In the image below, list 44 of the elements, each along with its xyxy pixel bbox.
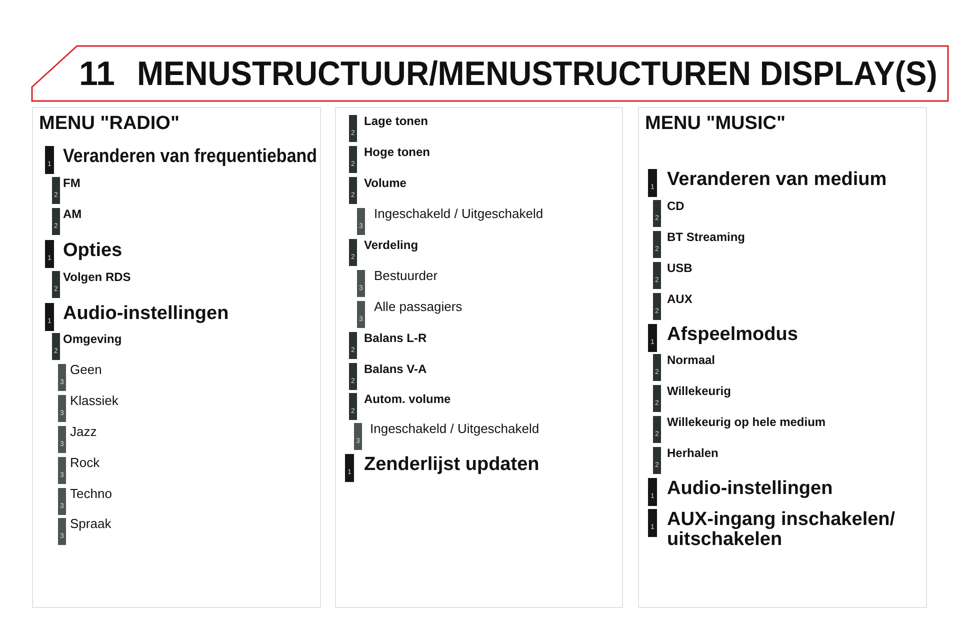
menu-panel <box>638 107 927 608</box>
option-item-label: Rock <box>70 456 100 469</box>
menu-item-label: AUX-ingang inschakelen/ uitschakelen <box>667 510 896 550</box>
submenu-item-label: Herhalen <box>667 447 718 459</box>
option-item-label: Bestuurder <box>374 269 438 282</box>
option-item-label: Jazz <box>70 425 97 438</box>
option-item-label: Klassiek <box>70 394 118 407</box>
panel-heading: MENU "RADIO" <box>39 114 180 133</box>
menu-item-label: Opties <box>63 241 122 260</box>
menu-item-label: Afspeelmodus <box>667 325 798 344</box>
submenu-item-label: Lage tonen <box>364 115 428 127</box>
option-item-label: Ingeschakeld / Uitgeschakeld <box>370 422 540 435</box>
menu-item-label: Veranderen van frequentieband <box>63 147 318 166</box>
submenu-item-label: Willekeurig op hele medium <box>667 416 826 428</box>
submenu-item-label: Balans L-R <box>364 332 427 344</box>
menu-item-label: Veranderen van medium <box>667 170 887 189</box>
option-item-label: Geen <box>70 363 102 376</box>
chapter-number: 11 <box>79 57 115 91</box>
submenu-item-label: AUX <box>667 293 692 305</box>
menu-item-label: Zenderlijst updaten <box>364 455 540 474</box>
submenu-item-label: Hoge tonen <box>364 146 430 158</box>
menu-panel <box>32 107 321 608</box>
menu-item-label: Audio-instellingen <box>667 479 833 498</box>
submenu-item-label: Volgen RDS <box>63 271 131 283</box>
submenu-item-label: Omgeving <box>63 333 122 345</box>
submenu-item-label: Volume <box>364 177 406 189</box>
submenu-item-label: Willekeurig <box>667 385 731 397</box>
submenu-item-label: USB <box>667 262 692 274</box>
submenu-item-label: Autom. volume <box>364 393 451 405</box>
submenu-item-label: Verdeling <box>364 239 418 251</box>
submenu-item-label: BT Streaming <box>667 231 746 243</box>
menu-item-label: Audio-instellingen <box>63 304 229 323</box>
panel-heading: MENU "MUSIC" <box>645 114 786 133</box>
option-item-label: Spraak <box>70 517 112 530</box>
option-item-label: Ingeschakeld / Uitgeschakeld <box>374 207 544 220</box>
submenu-item-label: CD <box>667 200 684 212</box>
menu-panel <box>335 107 623 608</box>
submenu-item-label: AM <box>63 208 82 220</box>
option-item-label: Techno <box>70 487 112 500</box>
option-item-label: Alle passagiers <box>374 300 462 313</box>
submenu-item-label: FM <box>63 177 80 189</box>
submenu-item-label: Balans V-A <box>364 363 427 375</box>
page-title: MENUSTRUCTUUR/MENUSTRUCTUREN DISPLAY(S) <box>137 57 938 91</box>
submenu-item-label: Normaal <box>667 354 716 366</box>
